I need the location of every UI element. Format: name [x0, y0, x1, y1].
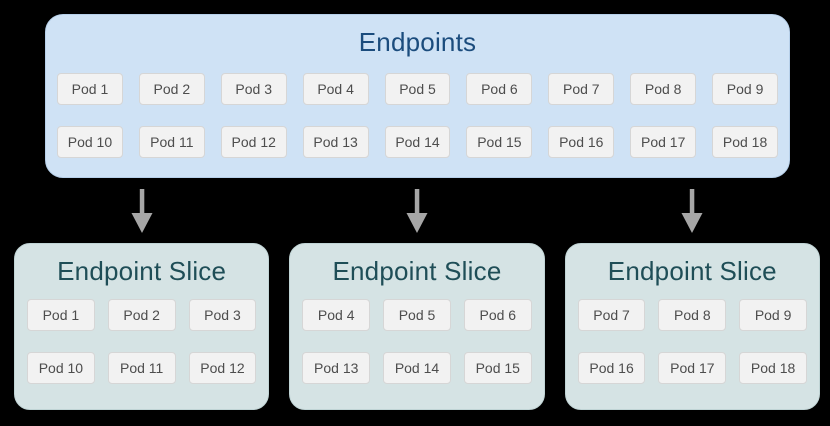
pod-box: Pod 5 [383, 299, 451, 331]
pod-box: Pod 8 [630, 73, 697, 105]
pod-box: Pod 4 [302, 299, 371, 331]
pod-box: Pod 3 [188, 299, 257, 331]
slice-1-pod-row-1: Pod 1 Pod 2 Pod 3 [27, 299, 257, 331]
slice-2-pod-row-2: Pod 13 Pod 14 Pod 15 [302, 352, 532, 384]
pod-box: Pod 5 [384, 73, 451, 105]
down-arrow-icon [131, 189, 153, 233]
pod-box: Pod 17 [658, 352, 727, 384]
pod-box: Pod 16 [577, 352, 646, 384]
pod-box: Pod 1 [57, 73, 123, 105]
pod-box: Pod 4 [302, 73, 369, 105]
endpoint-slice-title: Endpoint Slice [607, 256, 777, 286]
slice-1-pod-row-2: Pod 10 Pod 11 Pod 12 [27, 352, 257, 384]
slice-2-pod-row-1: Pod 4 Pod 5 Pod 6 [302, 299, 532, 331]
pod-box: Pod 13 [302, 352, 371, 384]
endpoints-title: Endpoints [358, 27, 477, 57]
pod-box: Pod 3 [220, 73, 287, 105]
pod-box: Pod 10 [57, 126, 123, 158]
pod-box: Pod 9 [739, 299, 807, 331]
pod-box: Pod 15 [466, 126, 533, 158]
arrows-row [0, 178, 830, 243]
pod-box: Pod 18 [739, 352, 807, 384]
down-arrow-icon [681, 189, 703, 233]
pod-box: Pod 11 [138, 126, 205, 158]
pod-box: Pod 7 [577, 299, 646, 331]
endpoint-slice-title: Endpoint Slice [332, 256, 502, 286]
slice-3-pod-row-1: Pod 7 Pod 8 Pod 9 [577, 299, 807, 331]
pod-box: Pod 17 [630, 126, 697, 158]
down-arrow-icon [406, 189, 428, 233]
slice-3-pod-row-2: Pod 16 Pod 17 Pod 18 [577, 352, 807, 384]
pod-box: Pod 9 [712, 73, 779, 105]
pod-box: Pod 15 [463, 352, 532, 384]
endpoints-pod-row-1: Pod 1 Pod 2 Pod 3 Pod 4 Pod 5 Pod 6 Pod 7 Pod 8… [57, 73, 779, 105]
pod-box: Pod 12 [188, 352, 257, 384]
endpoints-pod-row-2: Pod 10 Pod 11 Pod 12 Pod 13 Pod 14 Pod 15 Pod … [57, 126, 779, 158]
pod-box: Pod 14 [384, 126, 451, 158]
endpoints-box: Endpoints Pod 1 Pod 2 Pod 3 Pod 4 Pod 5 Pod 6… [45, 14, 790, 178]
pod-box: Pod 6 [466, 73, 533, 105]
endpoint-slice-title: Endpoint Slice [57, 256, 227, 286]
pod-box: Pod 7 [548, 73, 615, 105]
pod-box: Pod 2 [107, 299, 176, 331]
pod-box: Pod 2 [138, 73, 205, 105]
pod-box: Pod 18 [712, 126, 779, 158]
pod-box: Pod 11 [107, 352, 176, 384]
pod-box: Pod 12 [220, 126, 287, 158]
pod-box: Pod 10 [27, 352, 95, 384]
pod-box: Pod 13 [302, 126, 369, 158]
pod-box: Pod 14 [383, 352, 451, 384]
pod-box: Pod 8 [658, 299, 727, 331]
pod-box: Pod 16 [548, 126, 615, 158]
pod-box: Pod 1 [27, 299, 95, 331]
pod-box: Pod 6 [463, 299, 532, 331]
